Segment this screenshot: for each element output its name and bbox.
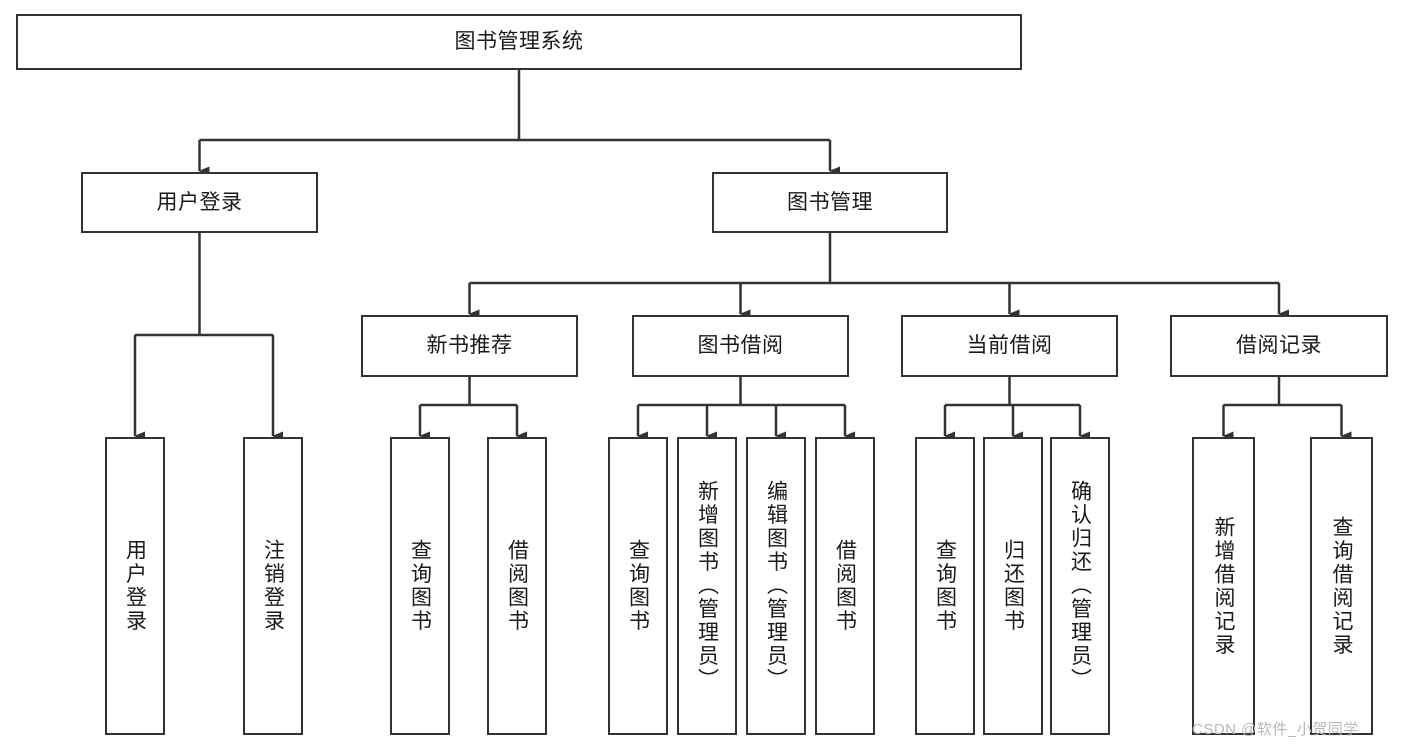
node-new-book-recommend[interactable]: 新书推荐 (361, 315, 578, 377)
node-leaf-borrow-book-1-label: 借阅图书 (505, 539, 529, 633)
node-current-borrow-label: 当前借阅 (966, 334, 1053, 358)
node-leaf-add-record-label: 新增借阅记录 (1212, 515, 1235, 657)
node-borrow-record-label: 借阅记录 (1236, 334, 1322, 358)
csdn-watermark: CSDN @软件_小贺同学 (1192, 721, 1359, 738)
node-book-borrow-label: 图书借阅 (697, 334, 784, 358)
node-leaf-query-book-3-label: 查询图书 (933, 539, 957, 633)
node-leaf-query-book-1[interactable]: 查询图书 (390, 437, 450, 735)
node-user-login[interactable]: 用户登录 (81, 172, 318, 233)
node-leaf-return-book-label: 归还图书 (1001, 539, 1025, 633)
node-leaf-query-book-1-label: 查询图书 (408, 539, 432, 633)
node-leaf-add-book[interactable]: 新增图书（管理员） (677, 437, 737, 735)
node-book-borrow[interactable]: 图书借阅 (632, 315, 849, 377)
node-book-manage-label: 图书管理 (787, 190, 873, 214)
node-leaf-logout-label: 注销登录 (261, 539, 285, 633)
node-borrow-record[interactable]: 借阅记录 (1170, 315, 1388, 377)
node-leaf-query-book-2-label: 查询图书 (626, 539, 650, 633)
node-leaf-logout[interactable]: 注销登录 (243, 437, 303, 735)
node-leaf-borrow-book-2-label: 借阅图书 (833, 539, 857, 633)
node-leaf-query-book-2[interactable]: 查询图书 (608, 437, 668, 735)
node-leaf-borrow-book-1[interactable]: 借阅图书 (487, 437, 547, 735)
node-leaf-confirm-return[interactable]: 确认归还（管理员） (1050, 437, 1110, 735)
connector-group (133, 70, 1352, 441)
node-current-borrow[interactable]: 当前借阅 (901, 315, 1118, 377)
node-leaf-query-record[interactable]: 查询借阅记录 (1310, 437, 1373, 735)
node-leaf-query-book-3[interactable]: 查询图书 (915, 437, 975, 735)
node-leaf-borrow-book-2[interactable]: 借阅图书 (815, 437, 875, 735)
node-leaf-return-book[interactable]: 归还图书 (983, 437, 1043, 735)
node-leaf-add-record[interactable]: 新增借阅记录 (1192, 437, 1255, 735)
node-book-manage[interactable]: 图书管理 (712, 172, 948, 233)
node-leaf-query-record-label: 查询借阅记录 (1330, 515, 1353, 657)
node-leaf-edit-book[interactable]: 编辑图书（管理员） (746, 437, 806, 735)
node-new-book-recommend-label: 新书推荐 (426, 334, 513, 358)
node-leaf-user-login[interactable]: 用户登录 (105, 437, 165, 735)
node-leaf-add-book-label: 新增图书（管理员） (695, 480, 719, 692)
node-leaf-confirm-return-label: 确认归还（管理员） (1068, 480, 1092, 692)
node-user-login-label: 用户登录 (156, 190, 243, 214)
node-leaf-edit-book-label: 编辑图书（管理员） (764, 480, 788, 692)
node-root-label: 图书管理系统 (454, 30, 584, 54)
node-root[interactable]: 图书管理系统 (16, 14, 1022, 70)
node-leaf-user-login-label: 用户登录 (123, 539, 147, 633)
